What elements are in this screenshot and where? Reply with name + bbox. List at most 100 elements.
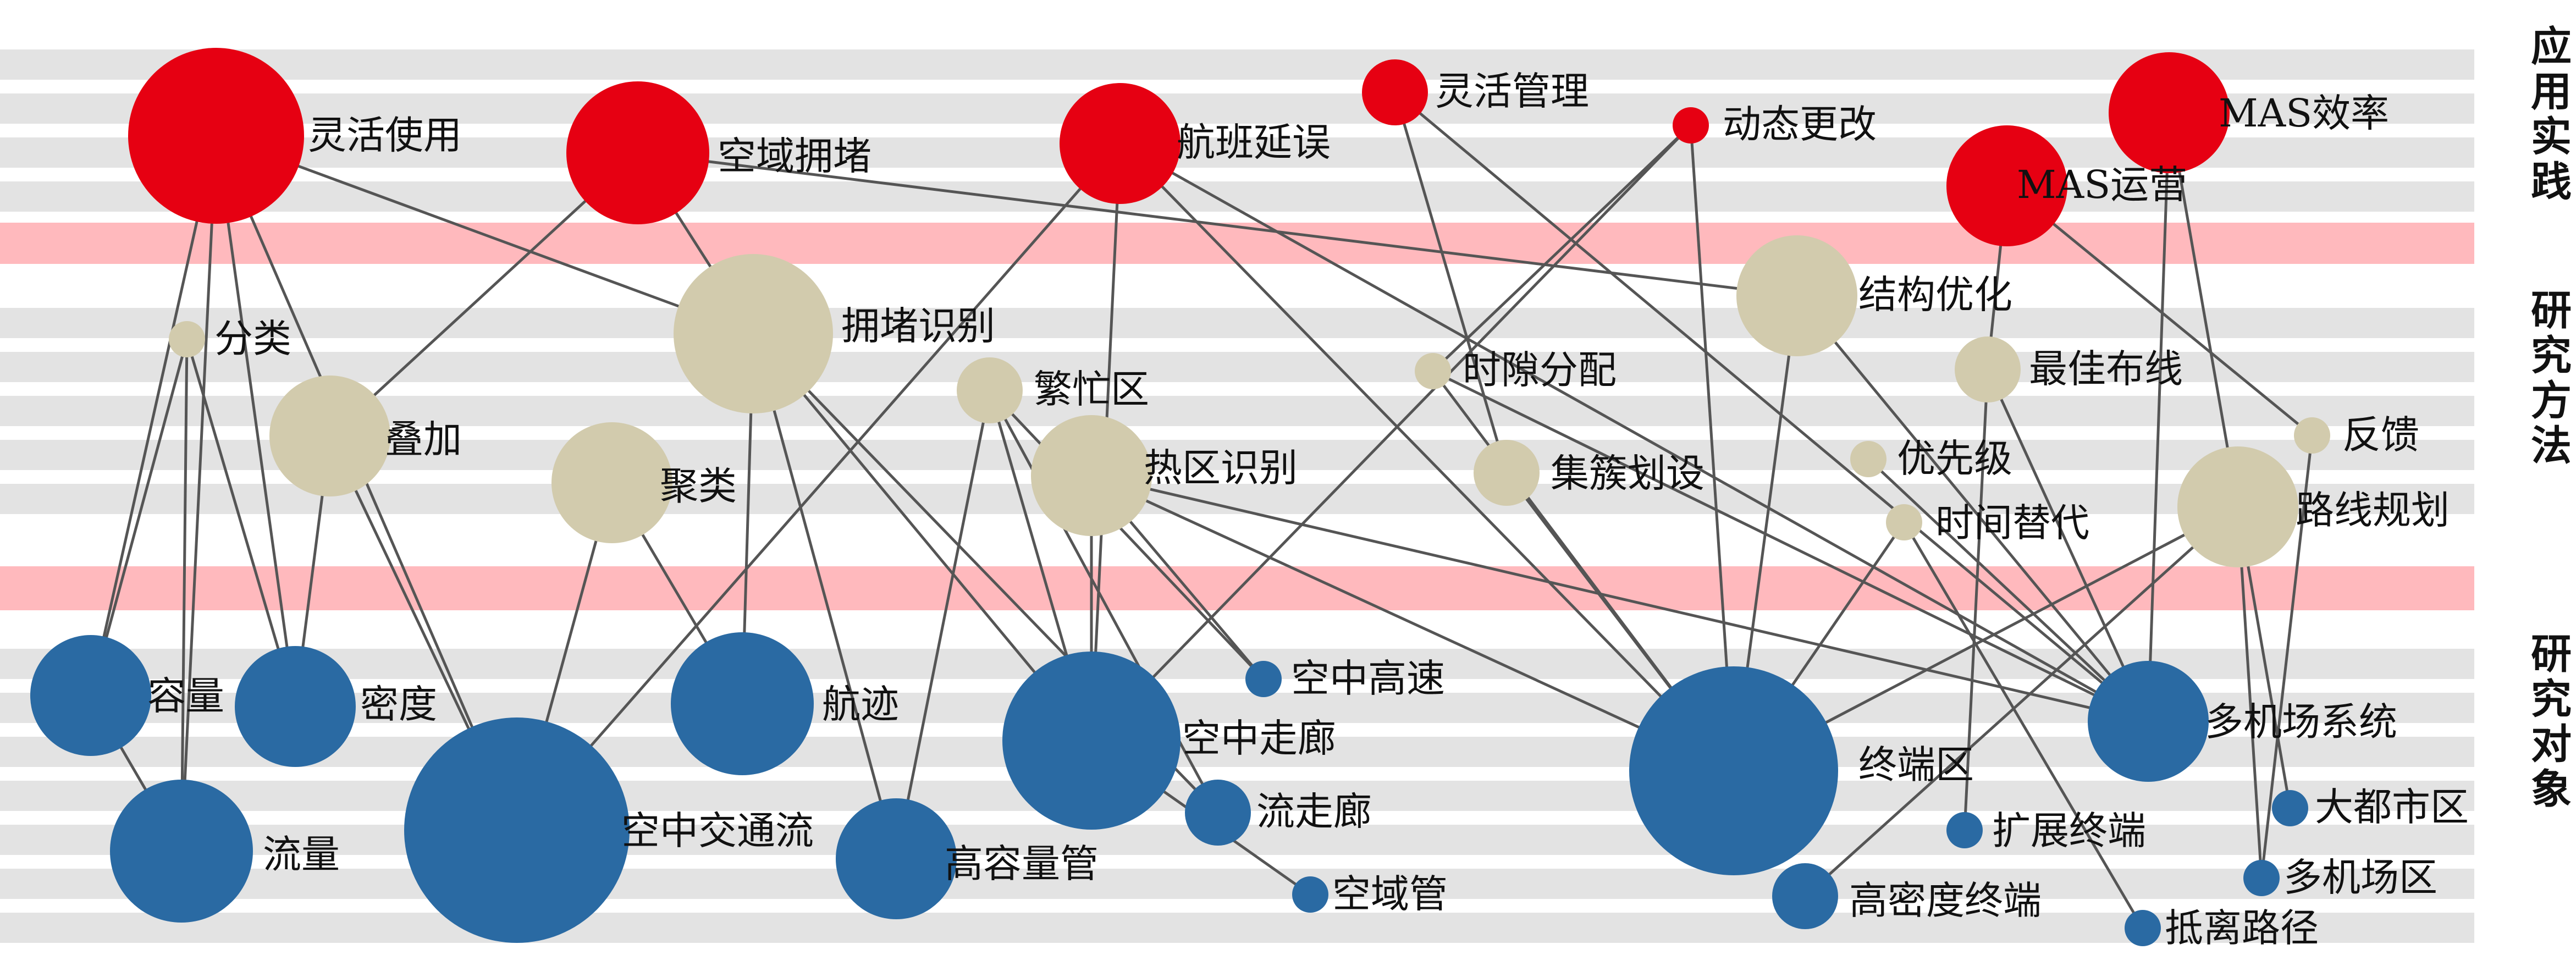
node-lzl xyxy=(1185,780,1251,846)
edge-dtgg-sxfp xyxy=(1432,124,1692,372)
band-layer-separator xyxy=(0,223,2474,264)
node-label-yxj: 优先级 xyxy=(1897,436,2012,481)
edge-mxl-djcxt xyxy=(2147,112,2171,722)
node-label-jchs: 集簇划设 xyxy=(1551,451,1705,496)
node-hbyw xyxy=(1060,83,1181,204)
node-yxj xyxy=(1850,441,1887,477)
node-label-ll: 流量 xyxy=(263,832,340,877)
edge-yxj-djcxt xyxy=(1867,458,2149,722)
node-label-djcxt: 多机场系统 xyxy=(2205,699,2397,744)
node-label-jl: 聚类 xyxy=(660,463,737,509)
edge-mxl-lxgh xyxy=(2167,112,2239,507)
edge-fk-djcq xyxy=(2260,435,2314,879)
node-label-fl: 分类 xyxy=(214,316,291,361)
node-zdq xyxy=(1629,666,1838,875)
edge-myy-fk xyxy=(2006,185,2313,437)
node-label-jjbx: 最佳布线 xyxy=(2029,346,2183,391)
node-grlg xyxy=(836,798,957,919)
node-rqsb xyxy=(1031,415,1152,536)
node-label-ddsq: 大都市区 xyxy=(2315,785,2469,830)
edge-fl-rl xyxy=(89,339,189,696)
node-jchs xyxy=(1474,440,1540,506)
node-hj xyxy=(671,632,814,775)
edge-lhsy-rl xyxy=(89,135,218,696)
edge-jjbx-djcxt xyxy=(1986,368,2150,722)
band-gray xyxy=(0,440,2474,470)
node-label-rl: 容量 xyxy=(147,674,224,719)
node-label-myy: MAS运营 xyxy=(2017,162,2187,207)
edge-lxgh-djcq xyxy=(2236,506,2263,879)
band-gray xyxy=(0,49,2474,80)
node-kzgs xyxy=(1245,661,1282,697)
node-lhgl xyxy=(1362,59,1428,125)
node-djcq xyxy=(2243,860,2280,896)
layer-label-application: 应用实践 xyxy=(2531,23,2572,206)
node-jgyh xyxy=(1736,235,1857,356)
edge-fl-ll xyxy=(180,339,189,852)
node-lhsy xyxy=(128,48,304,224)
node-label-kzzl: 空中走廊 xyxy=(1182,716,1336,761)
edge-jgyh-djcxt xyxy=(1796,295,2149,722)
node-kyyd xyxy=(566,81,709,224)
node-kzzd xyxy=(1946,812,1983,848)
node-layer xyxy=(30,48,2330,946)
edge-sxfp-djcxt xyxy=(1432,369,2149,723)
node-label-grlg: 高容量管 xyxy=(945,841,1099,886)
node-label-dllj: 抵离路径 xyxy=(2165,906,2319,951)
node-label-jgyh: 结构优化 xyxy=(1858,272,2012,317)
node-djcxt xyxy=(2088,661,2209,782)
band-gray xyxy=(0,693,2474,723)
node-label-dtgg: 动态更改 xyxy=(1723,102,1877,147)
node-label-sxfp: 时隙分配 xyxy=(1463,347,1617,393)
band-gray xyxy=(0,737,2474,767)
node-label-md: 密度 xyxy=(360,682,437,727)
node-label-kzgs: 空中高速 xyxy=(1291,656,1445,701)
node-fk xyxy=(2294,417,2330,454)
node-label-kyg: 空域管 xyxy=(1332,871,1448,917)
band-gray xyxy=(0,308,2474,338)
node-label-kzzd: 扩展终端 xyxy=(1992,808,2146,853)
node-md xyxy=(235,646,356,767)
edge-rqsb-zdq xyxy=(1090,474,1735,772)
edge-lhsy-ll xyxy=(180,135,218,852)
node-label-fmq: 繁忙区 xyxy=(1034,367,1149,412)
edge-lhsy-md xyxy=(214,135,297,707)
band-gray xyxy=(0,396,2474,426)
edge-sjtd-dllj xyxy=(1902,521,2144,929)
node-myy xyxy=(1946,125,2067,246)
node-kzzl xyxy=(1002,652,1181,830)
node-fl xyxy=(169,321,205,357)
node-jjbx xyxy=(1955,336,2021,402)
edge-hbyw-djcxt xyxy=(1119,142,2149,723)
edge-fmq-grlg xyxy=(895,390,991,859)
edge-lxgh-gmdzd xyxy=(1804,506,2239,897)
node-label-zdq: 终端区 xyxy=(1858,742,1974,787)
edge-jjbx-kzzd xyxy=(1963,369,1989,831)
node-sjtd xyxy=(1886,504,1922,540)
edge-hbyw-zdq xyxy=(1119,142,1735,772)
node-lxgh xyxy=(2177,446,2298,567)
node-kzjtl xyxy=(404,717,630,943)
node-gmdzd xyxy=(1772,863,1838,929)
node-label-gmdzd: 高密度终端 xyxy=(1849,878,2042,923)
edge-dtgg-kzzl xyxy=(1090,124,1692,742)
edge-lhgl-djcxt xyxy=(1394,91,2149,722)
node-label-kyyd: 空域拥堵 xyxy=(718,134,871,179)
edge-hbyw-kzjtl xyxy=(516,142,1121,831)
node-label-ydsb: 拥堵识别 xyxy=(841,303,995,349)
node-label-sjtd: 时间替代 xyxy=(1935,500,2089,545)
edge-dtgg-zdq xyxy=(1689,125,1735,771)
node-label-lhsy: 灵活使用 xyxy=(308,113,462,158)
node-label-fk: 反馈 xyxy=(2342,412,2419,457)
node-label-mxl: MAS效率 xyxy=(2219,91,2389,136)
node-rl xyxy=(30,635,151,756)
band-gray xyxy=(0,913,2474,943)
edge-fl-md xyxy=(185,339,297,707)
node-label-kzjtl: 空中交通流 xyxy=(621,808,814,853)
node-sxfp xyxy=(1415,353,1451,389)
node-label-rqsb: 热区识别 xyxy=(1144,445,1298,490)
node-dtgg xyxy=(1673,107,1709,143)
node-label-djcq: 多机场区 xyxy=(2283,855,2437,900)
node-jl xyxy=(551,422,672,543)
